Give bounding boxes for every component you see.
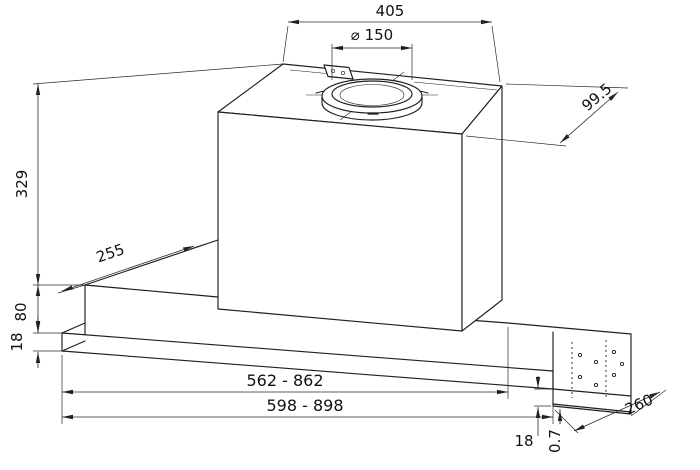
flange-opening bbox=[331, 80, 413, 108]
dim-panel-thickness: 18 bbox=[8, 316, 62, 368]
dim-top-width: 405 bbox=[282, 2, 501, 83]
dim-panel-depth-label: 260 bbox=[622, 390, 655, 418]
dim-top-width-label: 405 bbox=[376, 2, 405, 20]
mounting-holes bbox=[571, 340, 625, 398]
chimney-right-face bbox=[461, 85, 503, 332]
dim-duct-diameter: ⌀ 150 bbox=[331, 26, 413, 80]
dim-body-depth-label: 255 bbox=[94, 240, 127, 266]
chimney-front-face bbox=[217, 111, 463, 332]
junction-box bbox=[323, 64, 354, 80]
dim-panel-thickness-label: 18 bbox=[8, 332, 26, 351]
dim-panel-width-range: 598 - 898 bbox=[62, 393, 554, 424]
dim-top-depth-label: 99.5 bbox=[578, 80, 615, 115]
dim-sheet-thickness: 0.7 bbox=[546, 409, 564, 453]
dim-duct-diameter-label: ⌀ 150 bbox=[351, 26, 393, 44]
duct-flange bbox=[306, 71, 438, 121]
dim-total-height-label: 329 bbox=[13, 170, 31, 199]
dim-total-height: 329 bbox=[13, 63, 284, 286]
dim-sheet-thickness-label: 0.7 bbox=[546, 429, 564, 453]
dim-lip-height-label: 18 bbox=[514, 432, 533, 450]
dim-panel-width-range-label: 598 - 898 bbox=[266, 396, 343, 415]
dim-body-height-label: 80 bbox=[12, 302, 30, 321]
dim-lip-height: 18 bbox=[514, 376, 551, 450]
dim-body-height: 80 bbox=[12, 285, 62, 334]
dim-body-width-range: 562 - 862 bbox=[61, 327, 509, 424]
dim-body-width-range-label: 562 - 862 bbox=[246, 371, 323, 390]
